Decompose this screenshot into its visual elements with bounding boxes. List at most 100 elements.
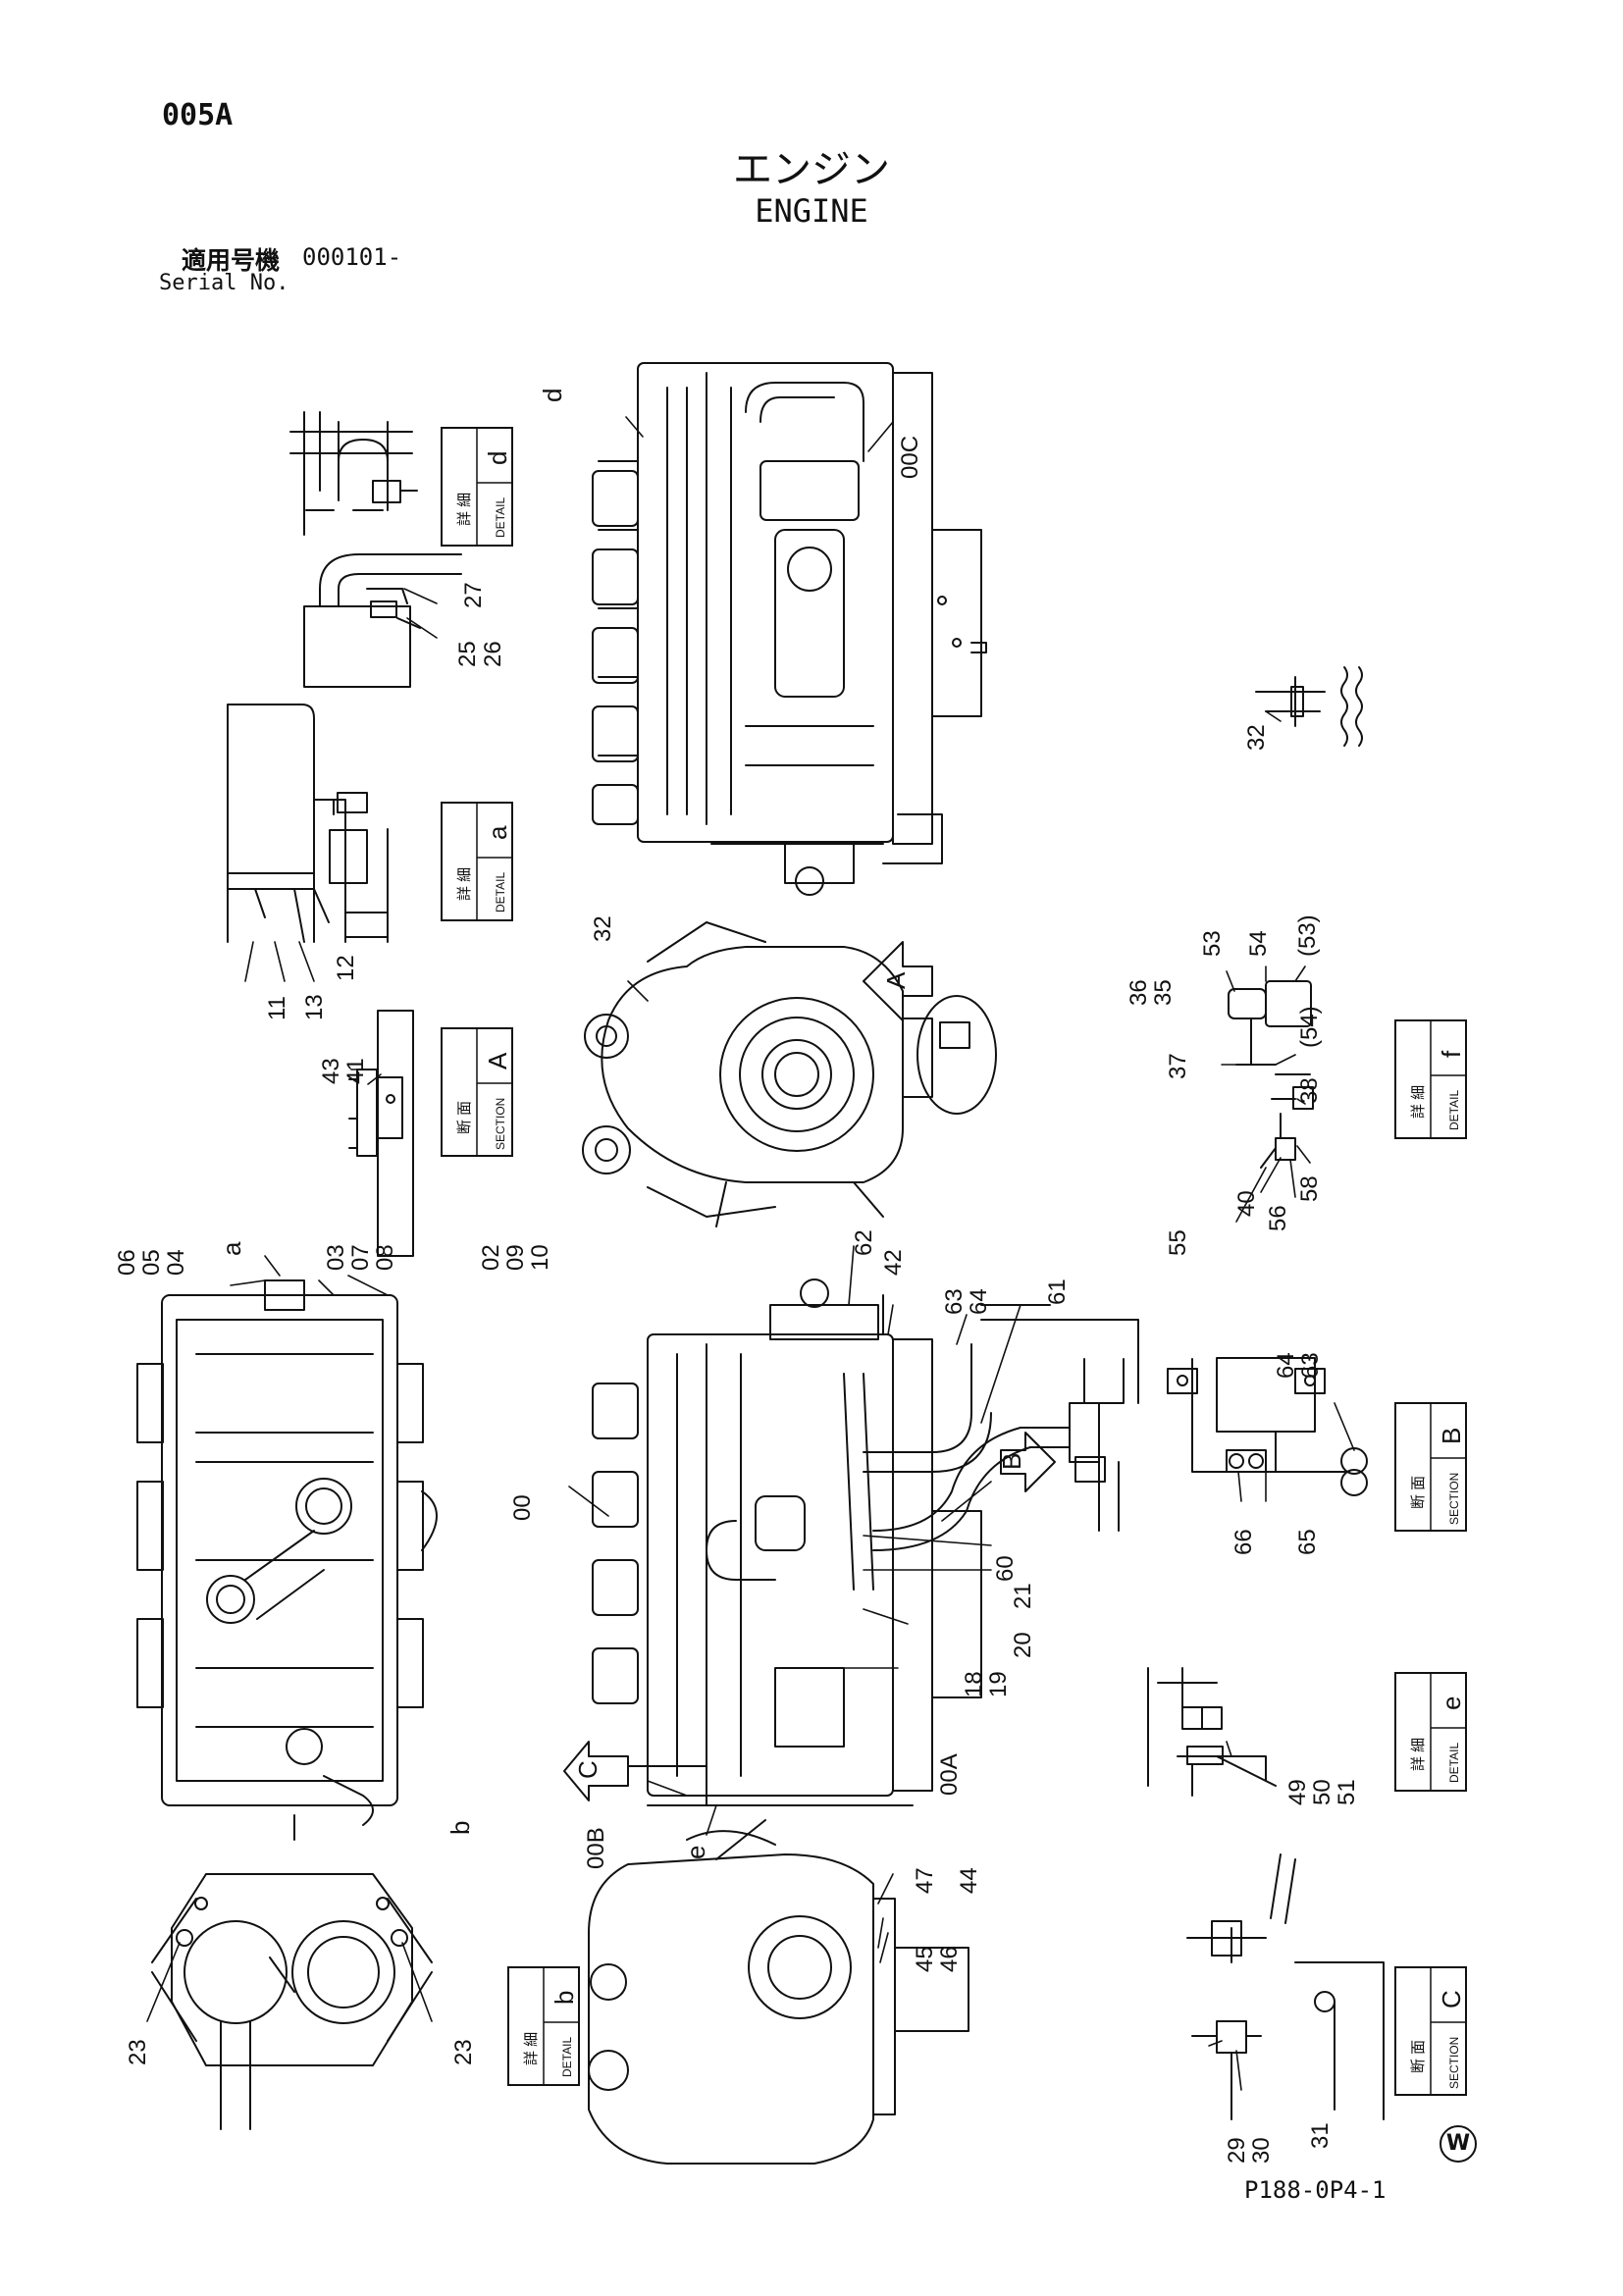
callout-label: 19 — [985, 1671, 1012, 1697]
svg-text:B: B — [1437, 1428, 1466, 1444]
callout-label: 31 — [1307, 2122, 1334, 2149]
callout-label: 07 — [347, 1244, 374, 1271]
callout-label: 61 — [1044, 1278, 1071, 1305]
section-arrow-label-a: A — [881, 971, 911, 989]
side-engine-view — [592, 1278, 982, 1806]
callout-label: 30 — [1248, 2137, 1275, 2164]
serial-number-value: 000101- — [302, 243, 402, 271]
svg-text:詳 細: 詳 細 — [456, 493, 473, 526]
callout-label: a — [217, 1241, 246, 1256]
callout-label: 26 — [480, 641, 506, 667]
detail-b-drawing — [151, 1873, 433, 2130]
view-tag-detail-e: 詳 細 DETAIL e — [1394, 1672, 1467, 1792]
sensor-drawing — [1255, 666, 1363, 747]
section-arrows — [563, 941, 1056, 1801]
callout-label: 58 — [1296, 1175, 1323, 1202]
callout-label: 66 — [1230, 1529, 1257, 1555]
detail-d-drawing — [289, 411, 418, 536]
callout-label: 23 — [125, 2039, 151, 2065]
svg-text:SECTION: SECTION — [1447, 1473, 1461, 1525]
callout-label: 43 — [318, 1058, 344, 1084]
page-title: ENGINE — [755, 192, 868, 230]
svg-text:詳 細: 詳 細 — [1410, 1738, 1427, 1771]
callout-label: 03 — [323, 1244, 349, 1271]
detail-f-drawing — [1228, 980, 1314, 1169]
callout-label: 47 — [912, 1867, 938, 1894]
callout-label: 35 — [1150, 979, 1177, 1006]
view-tag-section-b: 断 面 SECTION B — [1394, 1402, 1467, 1532]
callout-label: 40 — [1233, 1190, 1260, 1217]
callout-label: 20 — [1010, 1632, 1036, 1658]
serial-label-japanese: 適用号機 — [182, 246, 281, 275]
svg-text:断 面: 断 面 — [1410, 1476, 1427, 1509]
callout-label: 00A — [936, 1753, 963, 1796]
svg-text:f: f — [1437, 1050, 1466, 1058]
callout-label: 60 — [992, 1555, 1019, 1582]
top-engine-view — [592, 362, 987, 896]
callout-label: 38 — [1296, 1077, 1323, 1104]
view-tag-detail-a: 詳 細 DETAIL a — [441, 802, 513, 921]
callout-label: 49 — [1284, 1779, 1311, 1805]
detail-e-drawing — [1147, 1667, 1277, 1797]
svg-text:A: A — [483, 1052, 512, 1070]
watermark-logo: W — [1440, 2125, 1477, 2163]
view-tag-section-a: 断 面 SECTION A — [441, 1027, 513, 1157]
callout-label: 32 — [590, 915, 616, 942]
callout-label: 09 — [502, 1244, 529, 1271]
callout-label: 06 — [114, 1249, 140, 1276]
callout-label: 55 — [1165, 1229, 1191, 1256]
callout-label: 25 — [454, 641, 481, 667]
callout-label: b — [445, 1821, 475, 1835]
callout-label: (54) — [1296, 1006, 1323, 1048]
callout-label: 18 — [961, 1671, 987, 1697]
callout-label: (53) — [1294, 914, 1321, 957]
section-arrow-label-c: C — [573, 1760, 602, 1779]
callout-label: 00 — [509, 1494, 536, 1521]
callout-label: 05 — [138, 1249, 165, 1276]
callout-label: 02 — [478, 1244, 504, 1271]
view-tag-detail-b: 詳 細 DETAIL b — [507, 1966, 580, 2086]
section-a-drawing — [348, 1010, 414, 1257]
svg-text:断 面: 断 面 — [456, 1101, 473, 1134]
svg-text:DETAIL: DETAIL — [494, 497, 507, 538]
svg-text:詳 細: 詳 細 — [1410, 1085, 1427, 1119]
callout-label: d — [538, 389, 567, 402]
callout-label: 11 — [264, 996, 290, 1020]
callout-label: 36 — [1126, 979, 1152, 1006]
callout-label: 53 — [1199, 930, 1226, 957]
callout-label: 64 — [966, 1288, 992, 1315]
callout-label: 45 — [912, 1946, 938, 1972]
svg-text:断 面: 断 面 — [1410, 2040, 1427, 2073]
view-tag-detail-d: 詳 細 DETAIL d — [441, 427, 513, 547]
callout-label: 08 — [372, 1244, 398, 1271]
callout-label: 46 — [936, 1946, 963, 1972]
callout-label: 44 — [956, 1867, 982, 1894]
callout-label: 04 — [163, 1249, 189, 1276]
rear-engine-view — [582, 921, 997, 1227]
callout-label: 56 — [1265, 1205, 1291, 1231]
callout-label: 13 — [301, 994, 328, 1020]
svg-text:詳 細: 詳 細 — [456, 867, 473, 901]
callout-label: 12 — [333, 955, 359, 981]
section-arrow-label-b: B — [997, 1453, 1026, 1470]
callout-label: 63 — [1297, 1352, 1324, 1379]
callout-label: 00C — [897, 436, 923, 479]
callout-label: 65 — [1294, 1529, 1321, 1555]
detail-a-drawing — [227, 704, 389, 943]
serial-label: Serial No. — [159, 271, 289, 295]
callout-label: 41 — [342, 1058, 369, 1084]
svg-text:DETAIL: DETAIL — [1447, 1090, 1461, 1130]
svg-text:詳 細: 詳 細 — [523, 2032, 540, 2065]
view-tag-section-c: 断 面 SECTION C — [1394, 1966, 1467, 2096]
svg-text:C: C — [1437, 1990, 1466, 2009]
drawing-number: P188-0P4-1 — [1244, 2176, 1387, 2204]
callout-label: 23 — [450, 2039, 477, 2065]
section-b-drawing — [1167, 1357, 1368, 1496]
view-tag-detail-f: 詳 細 DETAIL f — [1394, 1019, 1467, 1139]
callout-label: 27 — [460, 582, 487, 608]
callout-label: 50 — [1309, 1779, 1335, 1805]
section-c-drawing — [1186, 1853, 1385, 2120]
piping-drawing — [863, 1304, 1139, 1551]
callout-label: 51 — [1334, 1779, 1360, 1805]
callout-label: e — [681, 1846, 710, 1859]
